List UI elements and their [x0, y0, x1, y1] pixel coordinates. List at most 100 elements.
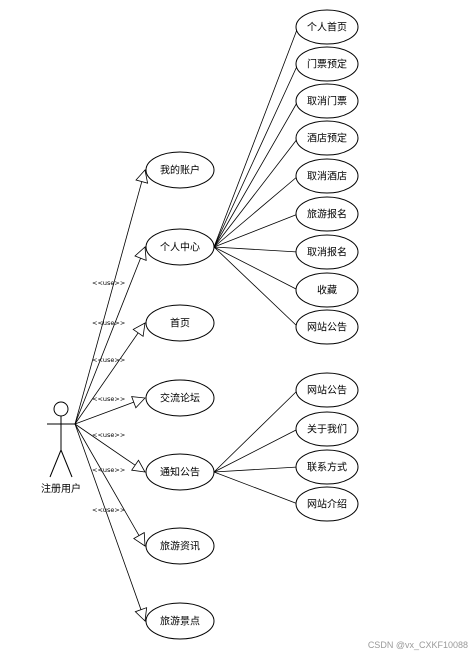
use-case-label: 我的账户 — [160, 164, 200, 177]
arrow-head — [134, 246, 147, 261]
use-case-ellipse — [295, 372, 359, 408]
link-notice-contact — [213, 466, 299, 473]
link-personal-center-hotel-booking — [213, 137, 299, 248]
use-case-contact: 联系方式 — [295, 449, 359, 485]
link-notice-site-intro — [213, 471, 299, 505]
use-case-ellipse — [295, 449, 359, 485]
use-case-ellipse — [295, 486, 359, 522]
arrow-head — [132, 322, 146, 337]
use-case-ellipse — [145, 151, 215, 189]
stereotype-label: <<use>> — [92, 506, 125, 514]
use-case-travel-signup: 旅游报名 — [295, 196, 359, 232]
use-case-label: 个人中心 — [160, 241, 200, 254]
use-case-ellipse — [295, 158, 359, 194]
use-case-ellipse — [295, 83, 359, 119]
association-arrow-travel-news: <<use>> — [74, 423, 146, 547]
use-case-favorites: 收藏 — [295, 272, 359, 308]
use-case-label: 取消门票 — [307, 95, 347, 108]
link-personal-center-travel-signup — [213, 213, 299, 248]
link-personal-center-favorites — [213, 246, 299, 291]
actor-head — [53, 401, 69, 417]
association-arrow-personal-center: <<use>> — [74, 246, 147, 425]
use-case-site-notice-2: 网站公告 — [295, 372, 359, 408]
association-lines: <<use>> <<use>> <<use>> <<use>> <<use>> <<use… — [74, 26, 299, 622]
use-case-label: 首页 — [170, 317, 190, 330]
use-case-ellipse — [145, 304, 215, 342]
use-case-label: 取消报名 — [307, 246, 347, 259]
association-arrow-forum: <<use>> — [74, 356, 146, 425]
use-case-ellipse — [145, 379, 215, 417]
use-case-site-notice-1: 网站公告 — [295, 309, 359, 345]
use-case-label: 酒店预定 — [307, 132, 347, 145]
association-arrow-scenic-spots: <<use>> — [74, 423, 148, 622]
use-case-ellipse — [295, 120, 359, 156]
use-case-profile-home: 个人首页 — [295, 9, 359, 45]
arrow-head — [131, 459, 146, 473]
stereotype-label: <<use>> — [92, 319, 125, 327]
link-notice-site-notice-2 — [213, 389, 299, 473]
use-case-label: 交流论坛 — [160, 392, 200, 405]
use-case-label: 取消酒店 — [307, 170, 347, 183]
use-case-forum: 交流论坛 — [145, 379, 215, 417]
actor-right-leg — [60, 449, 73, 478]
use-case-ellipse — [295, 196, 359, 232]
use-case-about-us: 关于我们 — [295, 411, 359, 447]
use-case-label: 联系方式 — [307, 461, 347, 474]
link-personal-center-cancel-signup — [213, 246, 299, 253]
use-case-cancel-signup: 取消报名 — [295, 234, 359, 270]
use-case-label: 个人首页 — [307, 21, 347, 34]
arrow-head — [133, 531, 146, 547]
use-case-label: 关于我们 — [307, 423, 347, 436]
actor-registered-user: 注册用户 — [41, 401, 81, 495]
link-personal-center-ticket-booking — [213, 63, 299, 248]
use-case-cancel-ticket: 取消门票 — [295, 83, 359, 119]
use-case-label: 网站介绍 — [307, 498, 347, 511]
use-case-label: 收藏 — [317, 284, 337, 297]
link-personal-center-cancel-ticket — [213, 100, 299, 248]
use-case-my-account: 我的账户 — [145, 151, 215, 189]
use-case-ellipse — [295, 411, 359, 447]
use-case-hotel-booking: 酒店预定 — [295, 120, 359, 156]
association-arrow-my-account — [74, 169, 149, 425]
use-case-ellipse — [295, 309, 359, 345]
use-case-personal-center: 个人中心 — [145, 228, 215, 266]
use-case-label: 门票预定 — [307, 58, 347, 71]
link-personal-center-profile-home — [213, 26, 299, 248]
arrow-head — [134, 607, 148, 622]
use-case-notice: 通知公告 — [145, 453, 215, 491]
use-case-home: 首页 — [145, 304, 215, 342]
actor-label: 注册用户 — [41, 482, 81, 495]
use-case-label: 旅游报名 — [307, 208, 347, 221]
use-case-label: 旅游景点 — [160, 615, 200, 628]
use-case-label: 通知公告 — [160, 466, 200, 479]
arrow-head — [135, 169, 149, 184]
association-arrow-notice: <<use>> — [74, 395, 146, 473]
use-case-label: 旅游资讯 — [160, 540, 200, 553]
association-arrow-home: <<use>> — [74, 319, 146, 425]
link-notice-about-us — [213, 428, 299, 473]
use-case-label: 网站公告 — [307, 321, 347, 334]
stereotype-label: <<use>> — [92, 431, 125, 439]
use-case-ellipse — [145, 228, 215, 266]
stereotype-label: <<use>> — [92, 395, 125, 403]
link-personal-center-cancel-hotel — [213, 175, 299, 248]
use-case-site-intro: 网站介绍 — [295, 486, 359, 522]
stereotype-label: <<use>> — [92, 279, 125, 287]
use-case-travel-news: 旅游资讯 — [145, 527, 215, 565]
link-personal-center-site-notice-1 — [213, 246, 299, 328]
use-case-ellipse — [295, 272, 359, 308]
use-case-ellipse — [145, 527, 215, 565]
use-case-scenic-spots: 旅游景点 — [145, 602, 215, 640]
use-case-ellipse — [145, 453, 215, 491]
watermark: CSDN @vx_CXKF10088 — [367, 640, 468, 650]
use-case-ticket-booking: 门票预定 — [295, 46, 359, 82]
use-case-ellipse — [145, 602, 215, 640]
arrow-head — [131, 396, 146, 409]
use-case-label: 网站公告 — [307, 384, 347, 397]
stereotype-label: <<use>> — [92, 356, 125, 364]
actor-left-leg — [49, 449, 62, 478]
use-case-ellipse — [295, 9, 359, 45]
use-case-ellipse — [295, 46, 359, 82]
